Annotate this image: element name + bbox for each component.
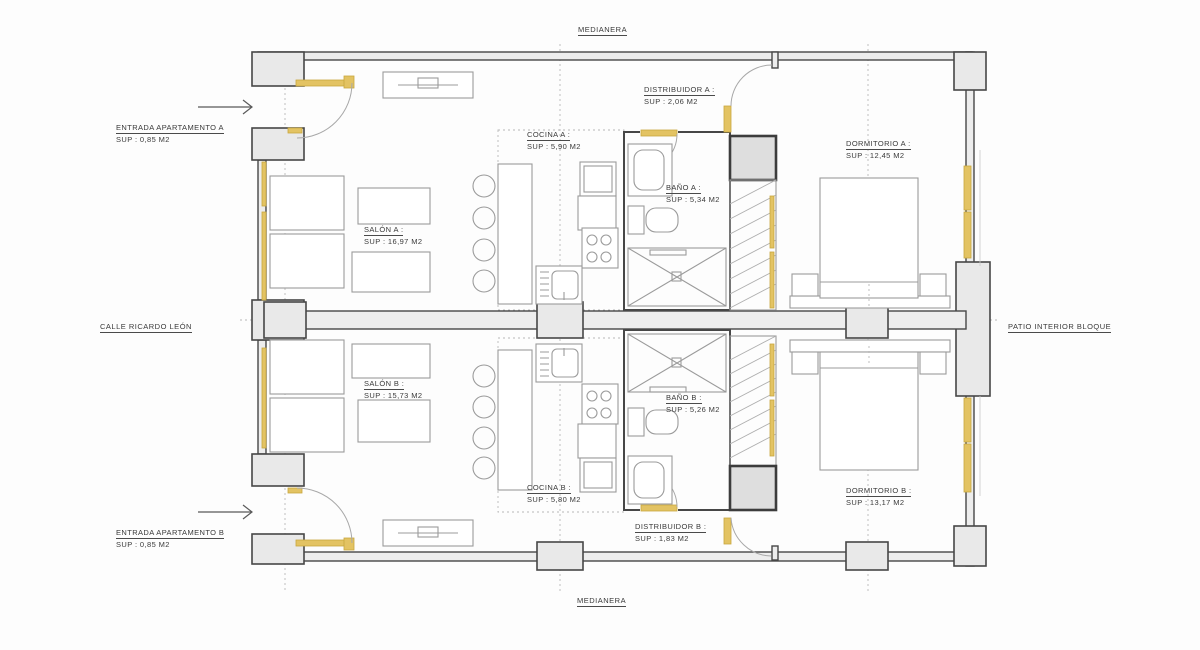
room-name: SALÓN A : [364, 225, 404, 237]
room-label-cocina-b: COCINA B : SUP : 5,80 M2 [527, 483, 581, 505]
kitchen-b [472, 343, 619, 493]
room-name: DORMITORIO B : [846, 486, 912, 498]
room-label-cocina-a: COCINA A : SUP : 5,90 M2 [527, 130, 581, 152]
room-name: ENTRADA APARTAMENTO A [116, 123, 224, 135]
apartment-b [269, 329, 951, 561]
room-label-dormitorio-a: DORMITORIO A : SUP : 12,45 M2 [846, 139, 911, 161]
room-area: SUP : 5,80 M2 [527, 495, 581, 505]
room-area: SUP : 0,85 M2 [116, 135, 170, 145]
room-name: DISTRIBUIDOR B : [635, 522, 707, 534]
room-name: COCINA A : [527, 130, 571, 142]
salon-b-furniture [269, 339, 474, 547]
bathroom-b [623, 329, 731, 513]
wardrobe-b [729, 335, 777, 467]
window-frames [261, 161, 972, 493]
room-area: SUP : 1,83 M2 [635, 534, 689, 544]
room-area: SUP : 16,97 M2 [364, 237, 423, 247]
room-name: DORMITORIO A : [846, 139, 911, 151]
room-label-distribuidor-a: DISTRIBUIDOR A : SUP : 2,06 M2 [644, 85, 715, 107]
room-label-bano-b: BAÑO B : SUP : 5,26 M2 [666, 393, 720, 415]
room-area: SUP : 5,26 M2 [666, 405, 720, 415]
shaft-a [728, 134, 778, 182]
room-area: SUP : 15,73 M2 [364, 391, 423, 401]
kitchen-a [472, 161, 619, 305]
apartment-a [269, 51, 951, 311]
room-area: SUP : 0,85 M2 [116, 540, 170, 550]
room-label-bano-a: BAÑO A : SUP : 5,34 M2 [666, 183, 720, 205]
room-name: BAÑO A : [666, 183, 701, 195]
room-name: SALÓN B : [364, 379, 405, 391]
label-calle-ricardo-leon: CALLE RICARDO LEÓN [100, 322, 192, 333]
label-medianera-top: MEDIANERA [578, 25, 628, 36]
room-label-salon-a: SALÓN A : SUP : 16,97 M2 [364, 225, 422, 247]
bedroom-b [789, 339, 951, 471]
room-area: SUP : 2,06 M2 [644, 97, 698, 107]
entrance-door-a [287, 75, 355, 139]
room-area: SUP : 12,45 M2 [846, 151, 905, 161]
label-patio-interior-bloque: PATIO INTERIOR BLOQUE [1008, 322, 1112, 333]
room-label-dormitorio-b: DORMITORIO B : SUP : 13,17 M2 [846, 486, 912, 508]
salon-a-furniture [269, 71, 474, 293]
room-name: DISTRIBUIDOR A : [644, 85, 715, 97]
distribuidor-b-door [723, 517, 779, 561]
bathroom-a [623, 128, 731, 311]
room-area: SUP : 13,17 M2 [846, 498, 905, 508]
room-label-entrada-b: ENTRADA APARTAMENTO B SUP : 0,85 M2 [116, 528, 225, 550]
room-name: COCINA B : [527, 483, 572, 495]
room-label-entrada-a: ENTRADA APARTAMENTO A SUP : 0,85 M2 [116, 123, 224, 145]
entrance-b-arrow-icon [198, 504, 253, 520]
distribuidor-a-door [723, 51, 779, 133]
room-area: SUP : 5,90 M2 [527, 142, 581, 152]
entrance-a-arrow-icon [198, 99, 253, 115]
room-label-distribuidor-b: DISTRIBUIDOR B : SUP : 1,83 M2 [635, 522, 707, 544]
entrance-door-b [287, 487, 355, 551]
shaft-b [728, 464, 778, 512]
room-name: BAÑO B : [666, 393, 702, 405]
bedroom-a [789, 177, 951, 309]
room-area: SUP : 5,34 M2 [666, 195, 720, 205]
label-medianera-bottom: MEDIANERA [577, 596, 627, 607]
room-name: ENTRADA APARTAMENTO B [116, 528, 225, 540]
room-label-salon-b: SALÓN B : SUP : 15,73 M2 [364, 379, 422, 401]
wardrobe-a [729, 179, 777, 311]
